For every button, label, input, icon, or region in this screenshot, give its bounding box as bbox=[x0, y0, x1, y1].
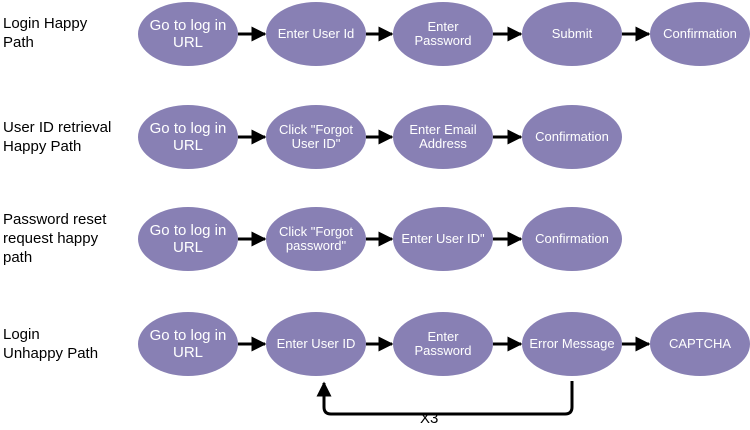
row-label-1: Login Happy Path bbox=[3, 15, 88, 51]
flow-node-enter-password[interactable]: Enter Password bbox=[393, 2, 493, 66]
flow-node-enter-user-id[interactable]: Enter User ID bbox=[266, 312, 366, 376]
flow-node-click-forgot-user-id[interactable]: Click "Forgot User ID" bbox=[266, 105, 366, 169]
flow-node-confirmation[interactable]: Confirmation bbox=[522, 105, 622, 169]
flow-node-error-message[interactable]: Error Message bbox=[522, 312, 622, 376]
flow-arrows bbox=[238, 26, 651, 352]
flow-node-confirmation[interactable]: Confirmation bbox=[522, 207, 622, 271]
flow-node-submit[interactable]: Submit bbox=[522, 2, 622, 66]
flow-node-enter-password[interactable]: Enter Password bbox=[393, 312, 493, 376]
retry-count-label: X3 bbox=[420, 410, 439, 427]
flow-node-go-to-log-in-url[interactable]: Go to log in URL bbox=[138, 2, 238, 66]
flow-node-confirmation[interactable]: Confirmation bbox=[650, 2, 750, 66]
flow-node-click-forgot-password[interactable]: Click "Forgot password" bbox=[266, 207, 366, 271]
flow-node-enter-email-address[interactable]: Enter Email Address bbox=[393, 105, 493, 169]
flow-node-enter-user-id[interactable]: Enter User Id bbox=[266, 2, 366, 66]
flow-node-go-to-log-in-url[interactable]: Go to log in URL bbox=[138, 312, 238, 376]
flow-node-go-to-log-in-url[interactable]: Go to log in URL bbox=[138, 105, 238, 169]
row-label-2: User ID retrieval Happy Path bbox=[3, 119, 112, 155]
flow-node-go-to-log-in-url[interactable]: Go to log in URL bbox=[138, 207, 238, 271]
row-label-4: Login Unhappy Path bbox=[3, 326, 99, 362]
flow-node-captcha[interactable]: CAPTCHA bbox=[650, 312, 750, 376]
row-label-3: Password reset request happy path bbox=[3, 211, 107, 266]
retry-loop-arrow bbox=[316, 381, 574, 416]
flow-node-enter-user-id[interactable]: Enter User ID" bbox=[393, 207, 493, 271]
